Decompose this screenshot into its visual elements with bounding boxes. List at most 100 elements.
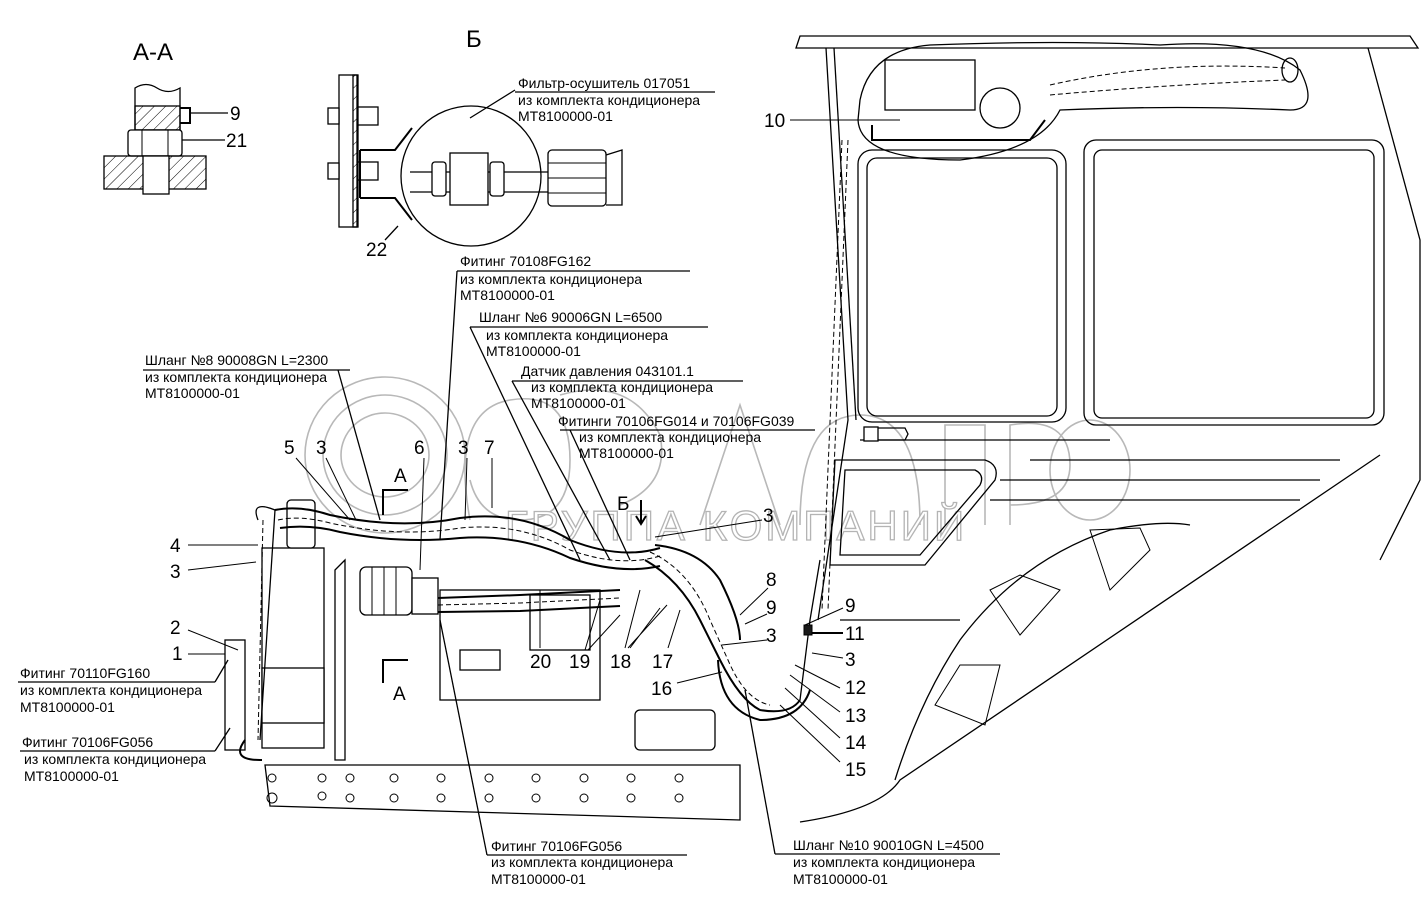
watermark-subtitle: ГРУППА КОМПАНИЙ (505, 501, 967, 549)
section-aa: А-А 9 21 (103, 39, 247, 195)
evaporator-hose (871, 119, 1046, 141)
callout-line: из комплекта кондиционера (518, 92, 700, 108)
clamp-9 (180, 107, 191, 124)
callout-fitting-70106FG056-bottom: Фитинг 70106FG056 из комплекта кондицион… (439, 619, 687, 887)
pos-num: 3 (170, 562, 181, 583)
frame-holes (266, 773, 684, 804)
callout-line: МТ8100000-01 (486, 343, 581, 359)
hose-6-run (437, 589, 621, 599)
evaporator-unit (884, 59, 976, 111)
pos-num: 13 (845, 706, 866, 727)
pos-num: 3 (316, 438, 327, 459)
callout-hose-6: Шланг №6 90006GN L=6500 из комплекта кон… (469, 309, 708, 561)
callout-line: из комплекта кондиционера (491, 854, 673, 870)
callout-fitting-70108FG162: Фитинг 70108FG162 из комплекта кондицион… (439, 253, 690, 541)
section-a-arrow-top (382, 489, 408, 515)
section-a-arrow-bottom (382, 659, 408, 683)
pos-num: 5 (284, 438, 295, 459)
callout-fittings-70106FG014-039: Фитинги 70106FG014 и 70106FG039 из компл… (558, 413, 815, 561)
expansion-tank (286, 499, 316, 549)
pos-num: 2 (170, 618, 181, 639)
pos-num: 3 (766, 626, 777, 647)
cab-roof (795, 35, 1420, 49)
pos-num: 9 (766, 598, 777, 619)
callout-line: из комплекта кондиционера (145, 369, 327, 385)
watermark: ГРУППА КОМПАНИЙ (304, 376, 1131, 550)
pos-num: 19 (569, 652, 590, 673)
callout-title: Фитинг 70108FG162 (460, 253, 591, 269)
cab-side-window (1083, 139, 1385, 426)
callout-line: МТ8100000-01 (491, 871, 586, 887)
section-b-arrow (635, 500, 647, 526)
callout-line: МТ8100000-01 (518, 108, 613, 124)
pos-num: 20 (530, 652, 551, 673)
pos-num: 16 (651, 679, 672, 700)
callout-fitting-70106FG056-left: Фитинг 70106FG056 из комплекта кондицион… (20, 727, 231, 784)
hose-5 (274, 507, 661, 554)
pos-num: 9 (230, 104, 241, 125)
pos-num: 18 (610, 652, 631, 673)
cab-lower-door (829, 459, 997, 566)
callout-line: МТ8100000-01 (531, 395, 626, 411)
callout-line: из комплекта кондиционера (579, 429, 761, 445)
section-aa-title: А-А (133, 39, 173, 66)
hose-10-run (717, 659, 811, 722)
callout-title: Шланг №10 90010GN L=4500 (793, 837, 984, 853)
bracket-22 (360, 127, 413, 221)
frame-rail (264, 764, 741, 821)
section-marker: А (394, 466, 407, 487)
pos-num: 14 (845, 733, 867, 754)
hose-stub (134, 83, 181, 131)
pos-num: 10 (764, 111, 785, 132)
pos-num: 7 (484, 438, 495, 459)
pos-num: 3 (763, 506, 774, 527)
pos-num: 17 (652, 652, 673, 673)
hose-8-run (654, 544, 741, 641)
fan (334, 558, 346, 761)
pos-num: 6 (414, 438, 425, 459)
hose-4 (255, 506, 276, 741)
callout-filter-drier: Фильтр-осушитель 017051 из комплекта кон… (515, 75, 715, 124)
view-b: Б 22 (327, 26, 623, 261)
callout-line: из комплекта кондиционера (793, 854, 975, 870)
callout-line: из комплекта кондиционера (20, 682, 202, 698)
callout-line: МТ8100000-01 (24, 768, 119, 784)
pos-num: 15 (845, 760, 866, 781)
tyre (894, 522, 1191, 781)
callout-hose-8: Шланг №8 90008GN L=2300 из комплекта кон… (143, 352, 381, 521)
callout-line: МТ8100000-01 (145, 385, 240, 401)
callout-hose-10: Шланг №10 90010GN L=4500 из комплекта ко… (744, 689, 1000, 887)
callout-line: МТ8100000-01 (793, 871, 888, 887)
callout-line: из комплекта кондиционера (486, 327, 668, 343)
callout-line: МТ8100000-01 (20, 699, 115, 715)
cab-a-pillar (817, 47, 849, 621)
watermark-logo-rings (304, 376, 1131, 534)
pos-num: 3 (845, 650, 856, 671)
callout-title: Фитинг 70106FG056 (22, 734, 153, 750)
cab: 10 (764, 35, 1421, 823)
callout-line: МТ8100000-01 (460, 287, 555, 303)
bolt-shank (142, 155, 170, 195)
starter (634, 709, 716, 751)
radiator-hose-bottom (239, 739, 262, 761)
callout-title: Фитинг 70106FG056 (491, 838, 622, 854)
nut-21 (127, 129, 183, 157)
crimp-ring (134, 105, 181, 131)
callout-title: Фильтр-осушитель 017051 (518, 75, 690, 91)
callout-pressure-sensor: Датчик давления 043101.1 из комплекта ко… (511, 363, 743, 561)
section-marker: Б (617, 494, 629, 515)
view-b-title: Б (466, 26, 482, 53)
pos-num: 12 (845, 678, 866, 699)
pos-num: 21 (226, 131, 247, 152)
pos-num: 22 (366, 240, 387, 261)
callout-title: Датчик давления 043101.1 (521, 363, 694, 379)
pos-num: 3 (458, 438, 469, 459)
section-marker: А (393, 684, 406, 705)
pos-num: 9 (845, 596, 856, 617)
pos-num: 8 (766, 570, 777, 591)
pos-num: 4 (170, 536, 181, 557)
pos-num: 1 (172, 644, 183, 665)
callout-title: Шланг №8 90008GN L=2300 (145, 352, 328, 368)
position-numbers: 5 3 6 3 7 4 3 2 1 3 8 9 3 9 11 3 12 13 (170, 438, 867, 781)
